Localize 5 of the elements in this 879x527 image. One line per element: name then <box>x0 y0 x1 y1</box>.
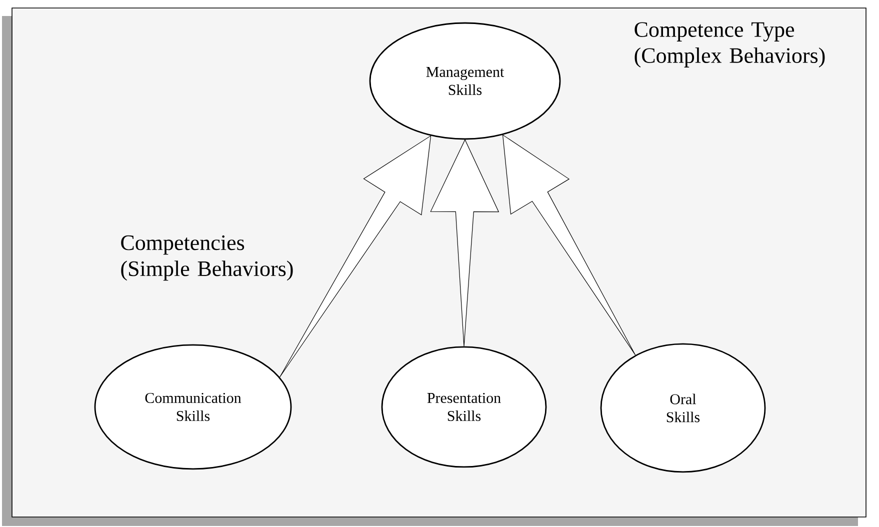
hollow-arrow <box>279 135 432 378</box>
level-label: Competence Type (Complex Behaviors) <box>634 22 825 68</box>
hollow-arrow <box>502 134 636 356</box>
level-label: Competencies (Simple Behaviors) <box>121 235 293 281</box>
hollow-arrow <box>430 138 500 347</box>
